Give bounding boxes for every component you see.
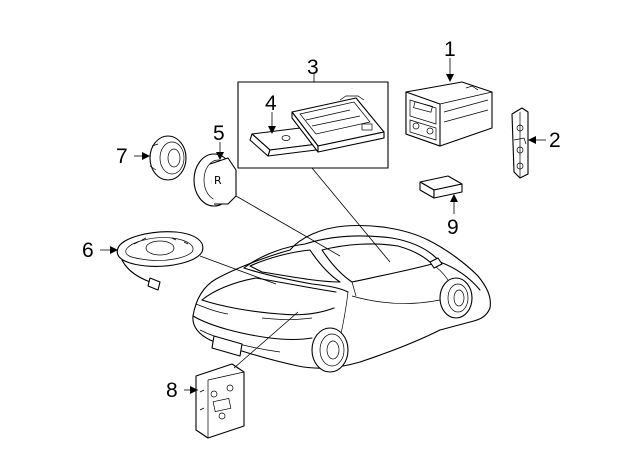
- callout-7: 7: [116, 145, 128, 168]
- callout-9: 9: [447, 216, 459, 239]
- callout-8: 8: [166, 379, 178, 402]
- part-6-subwoofer: [100, 231, 277, 291]
- part-2-bracket: [511, 107, 546, 179]
- callout-5: 5: [213, 122, 225, 145]
- part-8-bracket: [184, 311, 299, 439]
- part-7-tweeter: [134, 135, 187, 181]
- speaker-mark: R: [214, 174, 222, 187]
- callout-4: 4: [265, 92, 277, 115]
- part-3-changer: [291, 95, 385, 153]
- part-9-module: [419, 175, 463, 214]
- part-5-speaker: R: [193, 142, 341, 257]
- car-body: [192, 224, 491, 373]
- callout-2: 2: [549, 129, 561, 152]
- callout-3: 3: [307, 56, 319, 79]
- callout-6: 6: [82, 239, 94, 262]
- part-1-head-unit: [405, 58, 493, 147]
- callout-1: 1: [444, 38, 456, 61]
- part-group-box: [237, 81, 389, 169]
